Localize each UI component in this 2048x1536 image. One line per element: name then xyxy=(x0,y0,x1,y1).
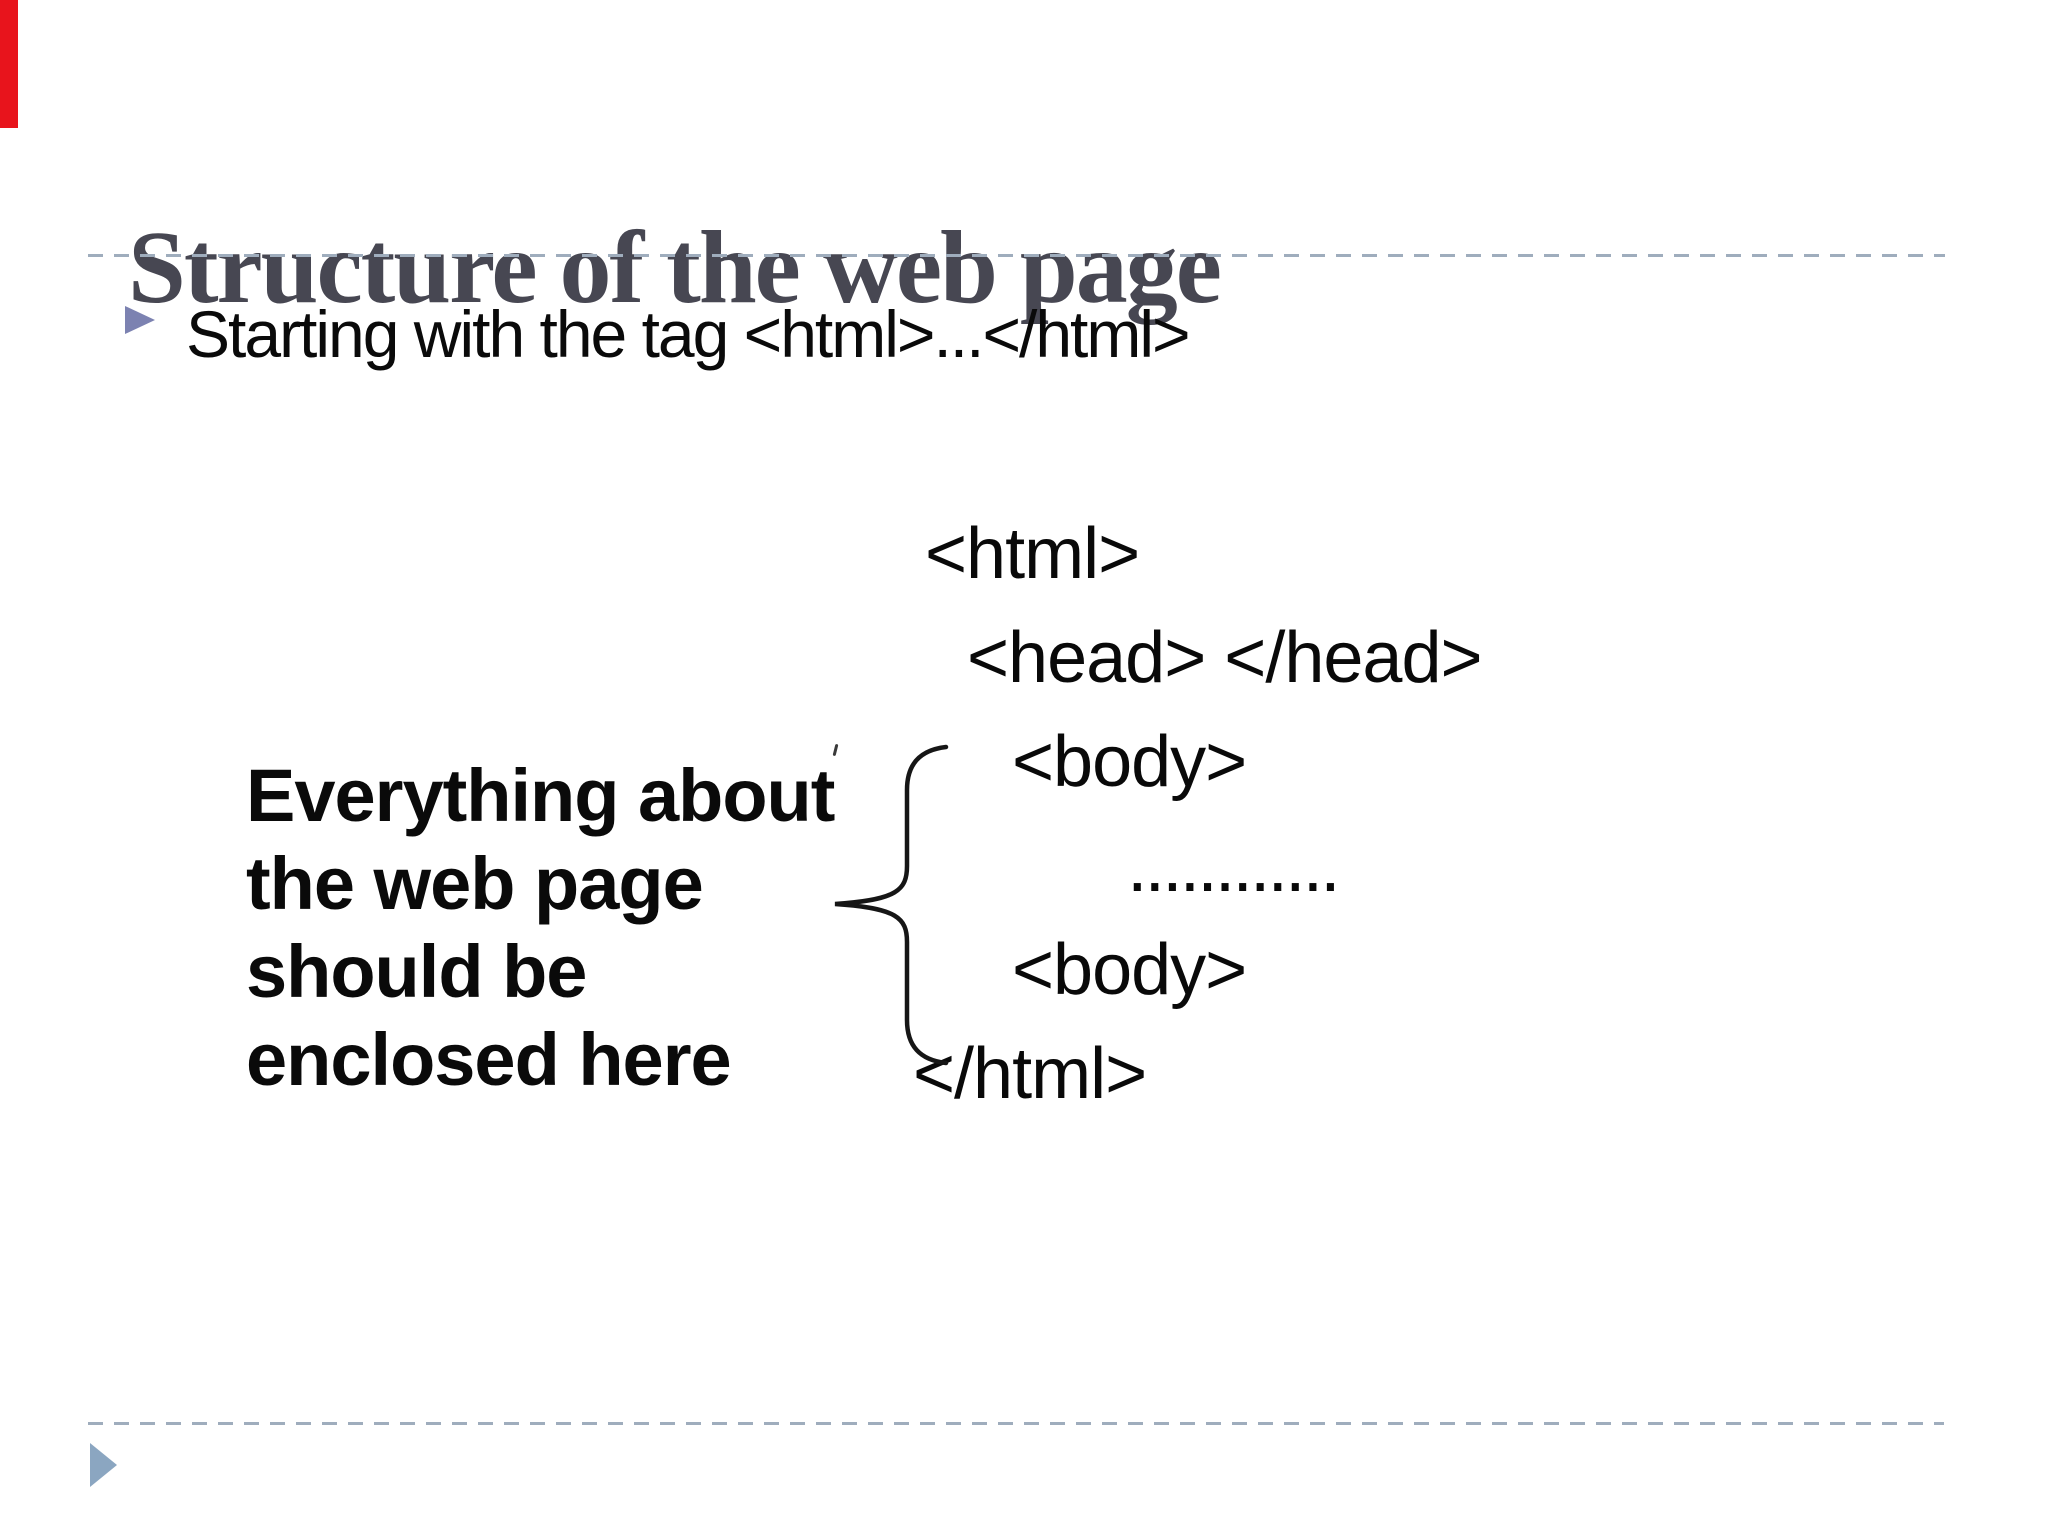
code-line-head: <head> </head> xyxy=(967,618,1483,698)
code-line-dots: ............ xyxy=(1127,824,1341,907)
code-line-body-close: <body> xyxy=(1012,930,1247,1010)
bullet-text: Starting with the tag <html>...</html> xyxy=(186,297,1191,371)
slide-title: Structure of the web page xyxy=(128,209,1222,325)
annotation-line-2: the web page xyxy=(246,842,704,925)
title-divider-dashed-line xyxy=(88,254,1945,257)
code-line-html-close: </html> xyxy=(913,1034,1147,1114)
annotation-line-4: enclosed here xyxy=(246,1018,732,1101)
annotation-line-3: should be xyxy=(246,930,587,1013)
code-line-body-open: <body> xyxy=(1012,722,1247,802)
annotation-line-1: Everything about xyxy=(246,754,835,837)
annotation-text: Everything about the web page should be … xyxy=(246,752,835,1104)
footer-triangle-icon xyxy=(90,1443,117,1487)
code-line-html-open: <html> xyxy=(925,514,1140,594)
red-accent-bar xyxy=(0,0,18,128)
bullet-triangle-icon xyxy=(125,306,155,334)
code-structure-block: <html> <head> </head> <body> ...........… xyxy=(913,502,1483,1126)
footer-divider-dashed-line xyxy=(88,1422,1944,1425)
curly-brace xyxy=(834,744,949,1066)
